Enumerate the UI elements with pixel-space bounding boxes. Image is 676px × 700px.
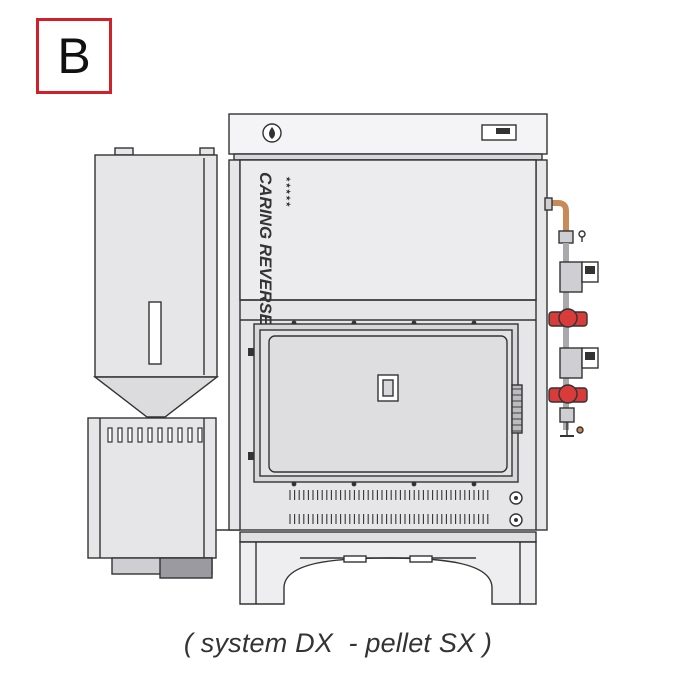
variant-letter: B <box>57 28 91 84</box>
control-panel <box>228 113 548 161</box>
knob-icon <box>509 491 523 527</box>
hopper-window <box>148 301 162 365</box>
svg-text:CARING REVERSE: CARING REVERSE <box>256 172 275 326</box>
boiler-body: CARING REVERSE ★★★★★ <box>228 159 548 531</box>
firebox-door <box>248 323 523 483</box>
svg-text:★★★★★: ★★★★★ <box>284 176 292 207</box>
diagram-caption: ( system DX - pellet SX ) <box>183 628 493 658</box>
variant-badge: B <box>36 18 112 94</box>
control-display-icon <box>481 124 517 141</box>
pellet-hopper <box>92 147 220 420</box>
ash-grille <box>289 490 489 524</box>
brand-logo: CARING REVERSE ★★★★★ <box>256 172 292 326</box>
viewport-icon <box>377 374 399 402</box>
base-stand <box>239 531 537 605</box>
flame-icon <box>262 123 282 143</box>
hydraulic-kit <box>544 197 599 437</box>
boiler-diagram: CARING REVERSE ★★★★★ <box>87 113 599 605</box>
burner-unit <box>87 417 240 579</box>
